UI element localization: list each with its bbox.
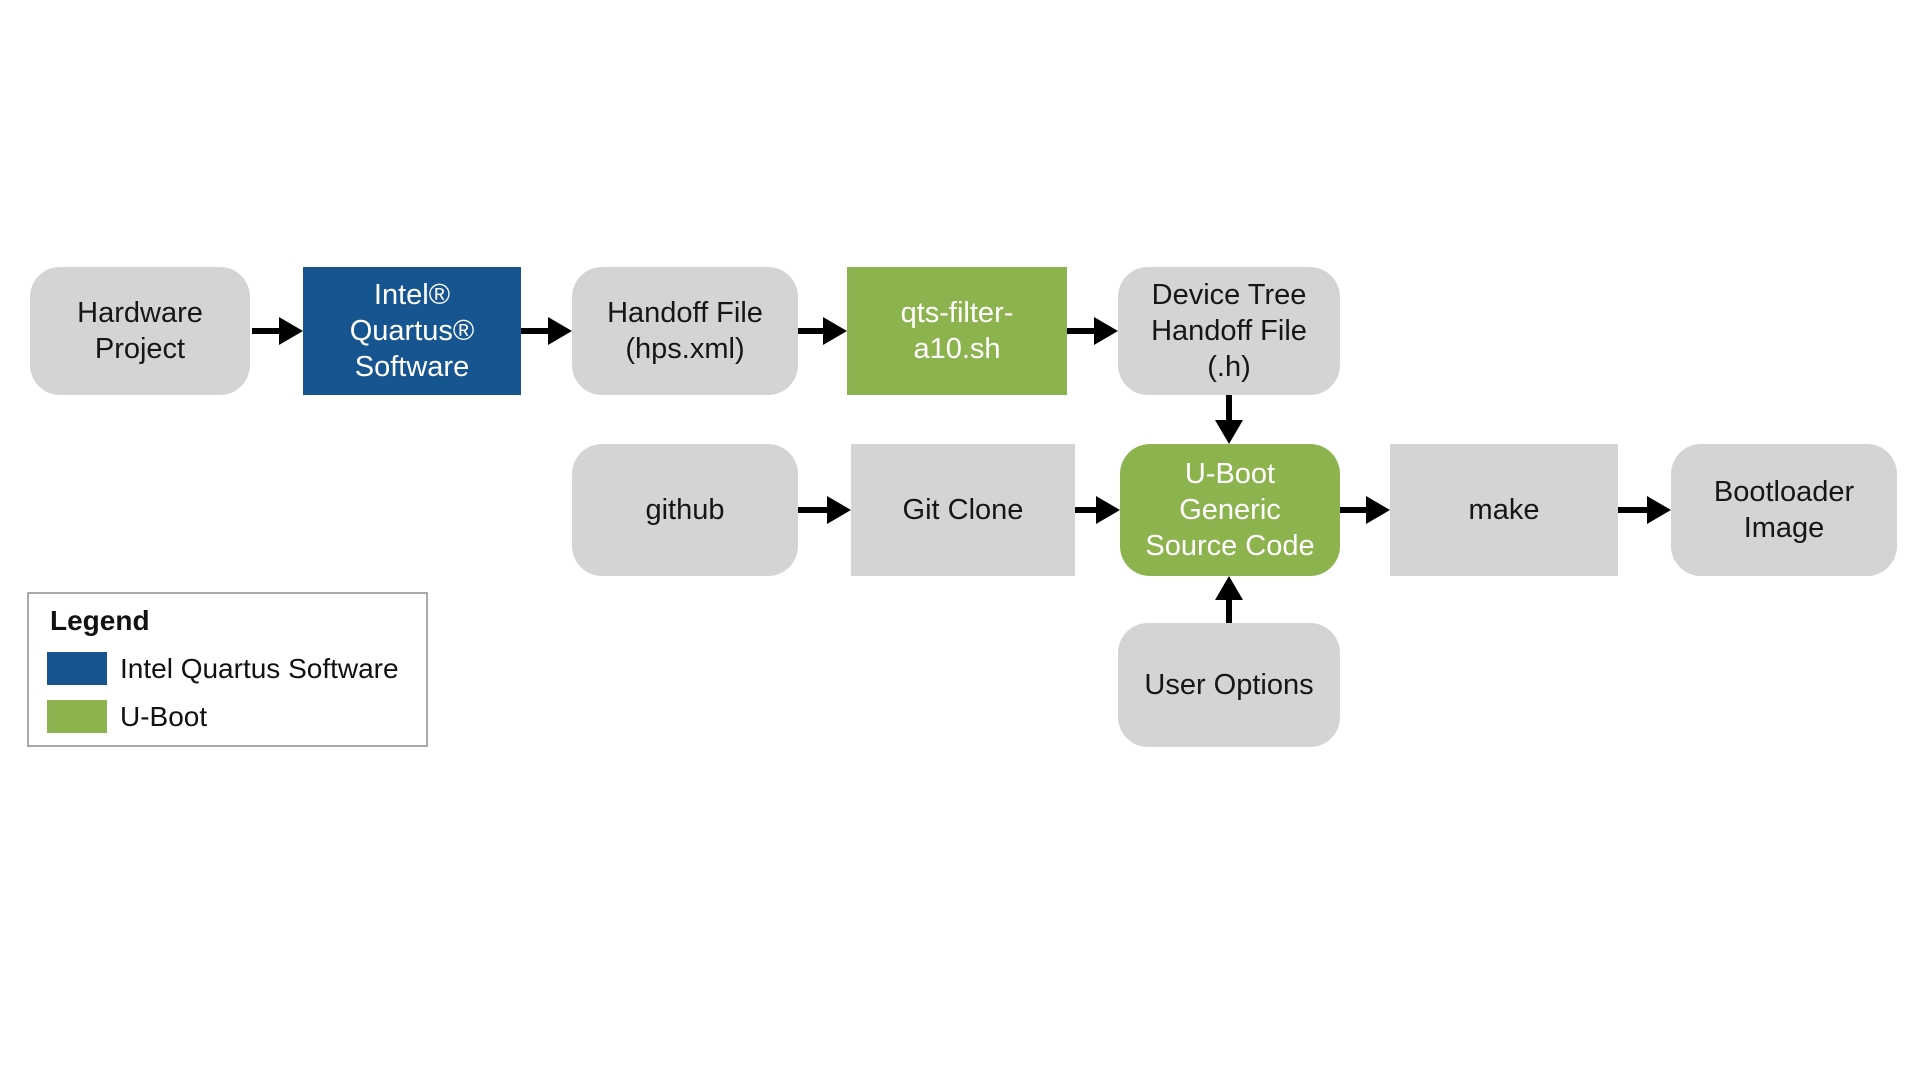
arrow-head (827, 496, 851, 524)
legend-title: Legend (50, 605, 150, 636)
arrow-head (1215, 420, 1243, 444)
node-uboot-generic-source-code: U-Boot Generic Source Code (1120, 444, 1340, 576)
node-bootloader-image: Bootloader Image (1671, 444, 1897, 576)
node-device-tree-handoff-file: Device Tree Handoff File (.h) (1118, 267, 1340, 395)
arrow-user-options-to-uboot (1215, 576, 1243, 623)
arrow-github-to-git-clone (798, 496, 851, 524)
node-intel-quartus-software: Intel® Quartus® Software (303, 267, 521, 395)
arrow-head (1094, 317, 1118, 345)
arrow-shaft (1226, 395, 1232, 420)
arrow-shaft (252, 328, 279, 334)
arrow-shaft (1340, 507, 1366, 513)
node-make: make (1390, 444, 1618, 576)
arrow-head (823, 317, 847, 345)
intel-quartus-color-swatch-icon (47, 652, 107, 685)
arrow-shaft (1067, 328, 1094, 334)
legend-item: U-Boot (47, 700, 426, 733)
arrow-head (1096, 496, 1120, 524)
arrow-shaft (1075, 507, 1096, 513)
arrow-device-tree-to-uboot (1215, 395, 1243, 444)
arrow-quartus-to-handoff (521, 317, 572, 345)
legend-item-label: Intel Quartus Software (120, 653, 399, 684)
arrow-hardware-to-quartus (252, 317, 303, 345)
arrow-shaft (521, 328, 548, 334)
node-handoff-file: Handoff File (hps.xml) (572, 267, 798, 395)
node-qts-filter-a10-sh: qts-filter- a10.sh (847, 267, 1067, 395)
arrow-handoff-to-qts-filter (798, 317, 847, 345)
arrow-shaft (1226, 600, 1232, 623)
arrow-head (1215, 576, 1243, 600)
legend-item: Intel Quartus Software (47, 652, 426, 685)
arrow-make-to-bootloader (1618, 496, 1671, 524)
legend-item-label: U-Boot (120, 701, 208, 732)
node-git-clone: Git Clone (851, 444, 1075, 576)
legend: Legend Intel Quartus Software U-Boot (27, 592, 428, 747)
node-hardware-project: Hardware Project (30, 267, 250, 395)
arrow-head (279, 317, 303, 345)
arrow-shaft (798, 328, 823, 334)
node-user-options: User Options (1118, 623, 1340, 747)
arrow-head (1366, 496, 1390, 524)
arrow-qts-filter-to-device-tree (1067, 317, 1118, 345)
arrow-uboot-to-make (1340, 496, 1390, 524)
uboot-color-swatch-icon (47, 700, 107, 733)
arrow-head (1647, 496, 1671, 524)
arrow-head (548, 317, 572, 345)
arrow-shaft (1618, 507, 1647, 513)
arrow-shaft (798, 507, 827, 513)
node-github: github (572, 444, 798, 576)
arrow-git-clone-to-uboot (1075, 496, 1120, 524)
